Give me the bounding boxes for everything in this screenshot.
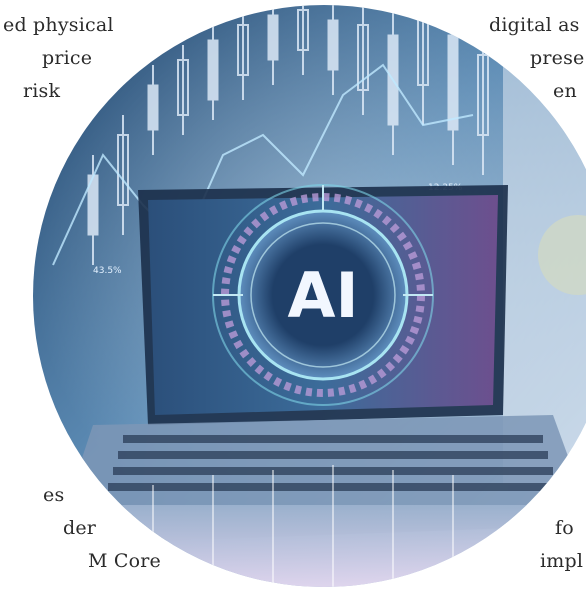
ai-illustration: 12.25% 43.5%: [33, 5, 586, 587]
left-text-line-4: es: [43, 484, 65, 506]
ai-emblem: AI: [212, 184, 434, 406]
left-text-line-6: M Core: [88, 550, 161, 572]
right-text-line-1: digital as: [489, 14, 580, 36]
left-text-line-1: ed physical: [3, 14, 114, 36]
left-text-line-2: price: [42, 47, 93, 69]
trend-line: [52, 63, 474, 266]
left-text-line-5: der: [63, 517, 97, 539]
right-text-line-4: fo: [555, 517, 574, 539]
left-text-line-3: risk: [23, 80, 61, 102]
ai-circle-image: 12.25% 43.5%: [33, 5, 586, 587]
right-text-line-2: prese: [530, 47, 585, 69]
right-text-line-5: impl: [540, 550, 584, 572]
right-text-line-3: en: [553, 80, 577, 102]
ai-label: AI: [287, 259, 358, 332]
chart-label-2: 43.5%: [93, 266, 122, 276]
